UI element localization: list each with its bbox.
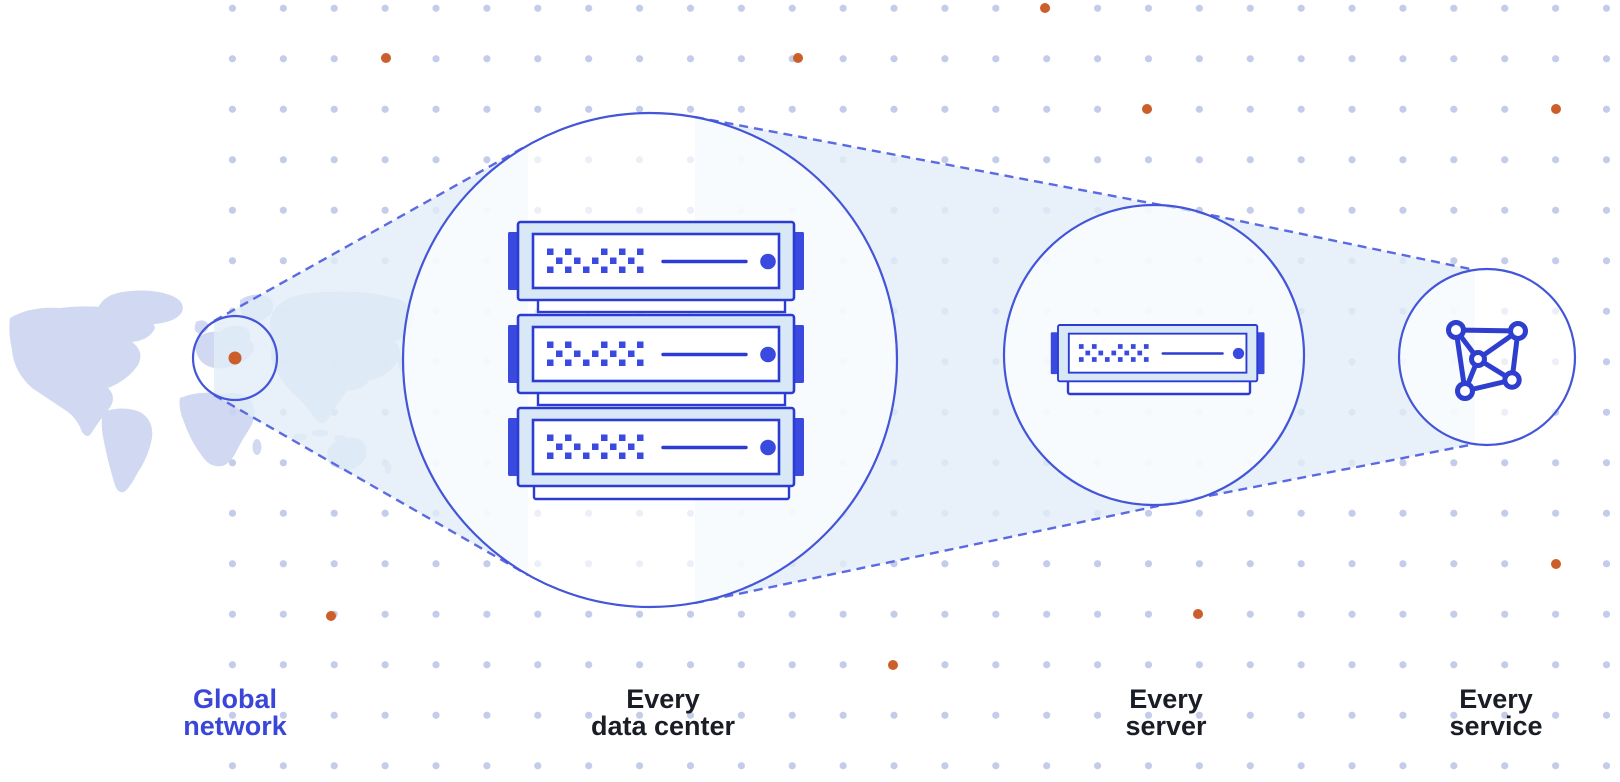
orange-dot [888, 660, 898, 670]
server-rack-icon [506, 220, 806, 501]
location-marker-dot [228, 351, 242, 365]
orange-dot [326, 611, 336, 621]
server-icon [1049, 323, 1266, 396]
label-line: Every [626, 684, 700, 714]
map-north-america [9, 306, 156, 436]
label-line: Every [1459, 684, 1533, 714]
server-unit-icon [506, 406, 806, 488]
label-every-service: Every service [1449, 686, 1542, 740]
label-line: data center [590, 711, 736, 741]
label-line: server [1125, 711, 1207, 741]
label-line: network [183, 711, 287, 741]
server-unit-icon [1049, 323, 1266, 383]
map-madagascar [252, 439, 262, 455]
orange-dot [381, 53, 391, 63]
zoom-beam-edge [213, 393, 529, 577]
label-every-data-center: Every data center [591, 686, 735, 740]
label-line: service [1449, 711, 1543, 741]
zoom-circle-global [191, 314, 279, 402]
label-global-network: Global network [183, 686, 287, 740]
orange-dot [1142, 104, 1152, 114]
orange-dot [1551, 559, 1561, 569]
label-every-server: Every server [1125, 686, 1206, 740]
orange-dot [1193, 609, 1203, 619]
map-africa [179, 392, 255, 467]
map-south-america [101, 408, 153, 493]
mesh-network-icon [1446, 320, 1528, 401]
zoom-circle-service [1397, 267, 1577, 447]
label-line: Global [192, 684, 277, 714]
server-unit-icon [506, 313, 806, 395]
server-unit-icon [506, 220, 806, 302]
orange-dot [1551, 104, 1561, 114]
label-line: Every [1129, 684, 1203, 714]
map-british-isles [194, 320, 209, 334]
orange-dot [1040, 3, 1050, 13]
orange-dot [793, 53, 803, 63]
